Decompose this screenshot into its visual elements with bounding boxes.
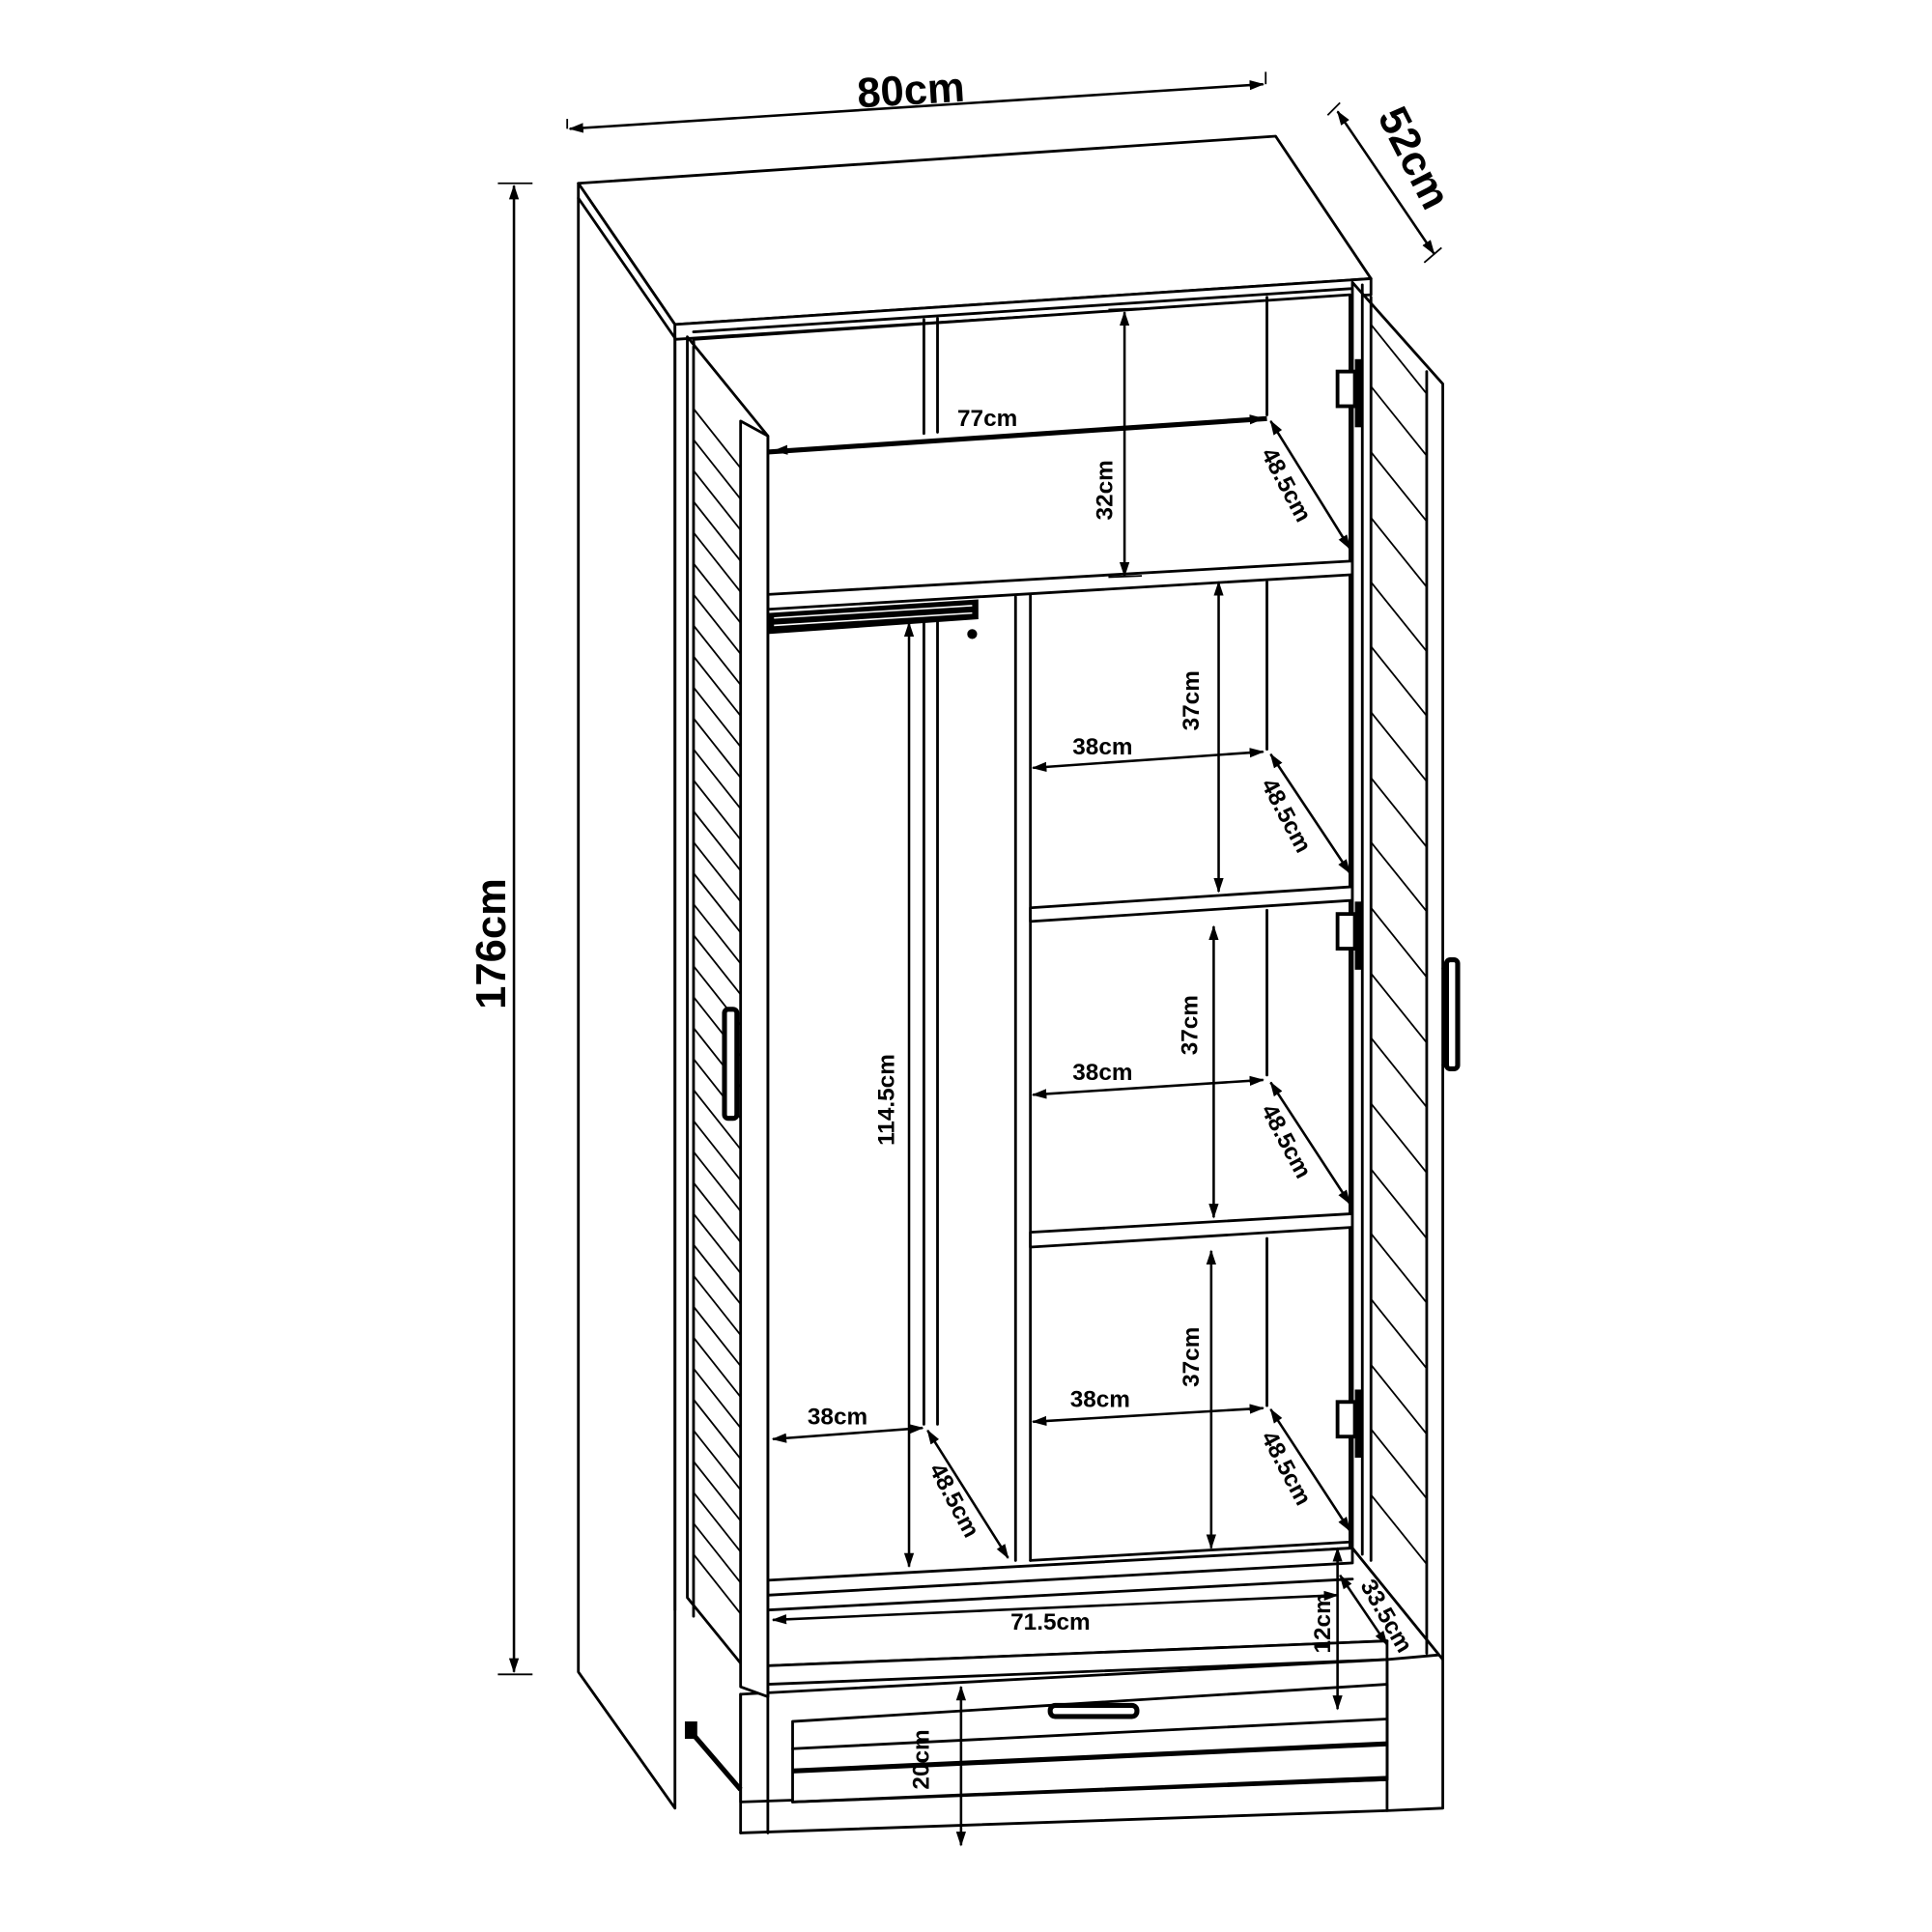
top-height-label: 32cm (1092, 460, 1118, 520)
shelf-3-width-label: 38cm (1070, 1386, 1130, 1412)
interior-back (692, 293, 1351, 1587)
drawer-handle-icon (1047, 1702, 1140, 1719)
hinge-icon (1335, 358, 1363, 428)
left-side-panel (577, 182, 677, 1810)
drawer-height-label: 12cm (1310, 1593, 1336, 1653)
hinge-icon (1335, 1389, 1363, 1458)
overall-height-label: 176cm (469, 878, 515, 1009)
top-width-label: 77cm (957, 406, 1017, 432)
drawer-section: 71.5cm 12cm 33.5cm 20cm (684, 1547, 1417, 1847)
hanging-section: 114.5cm 38cm 48.5cm (767, 594, 1033, 1569)
plinth-right (1385, 1653, 1444, 1812)
shelf-2-width-label: 38cm (1072, 1060, 1132, 1086)
overall-depth-label: 52cm (1369, 99, 1459, 216)
drawer-front-height-label: 20cm (909, 1729, 935, 1789)
hinge-icon (1335, 901, 1363, 970)
bar-handle-icon (722, 1007, 740, 1122)
drawer-width-label: 71.5cm (1010, 1609, 1091, 1635)
shelf-3-height-label: 37cm (1179, 1327, 1205, 1387)
right-door (1335, 280, 1461, 1662)
hanging-height-label: 114.5cm (874, 1054, 900, 1146)
hanging-width-label: 38cm (808, 1404, 867, 1430)
shelf-2-height-label: 37cm (1178, 995, 1204, 1055)
left-door (673, 335, 770, 1698)
louver-slats (693, 408, 741, 1615)
shelf-1-width-label: 38cm (1072, 734, 1132, 760)
shelf-1-height-label: 37cm (1179, 670, 1205, 730)
overall-width-label: 80cm (856, 65, 966, 118)
clothes-rail-icon (767, 599, 979, 639)
bar-handle-icon (1443, 957, 1461, 1071)
shelf-compartment-3: 37cm 38cm 48.5cm (1031, 1249, 1351, 1549)
